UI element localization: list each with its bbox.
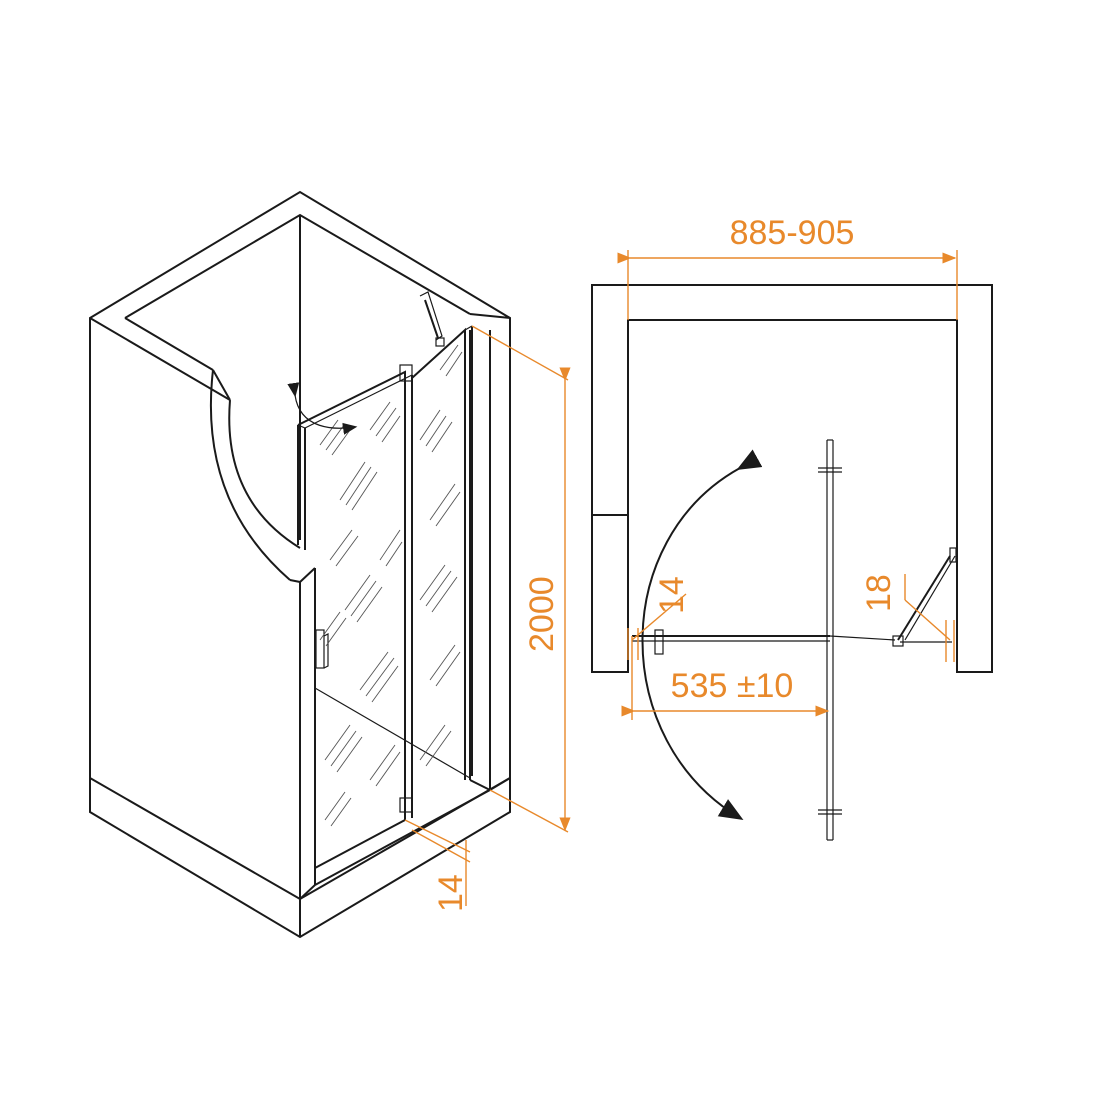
door-open [818, 439, 842, 841]
height-label: 2000 [523, 576, 561, 652]
height-dimension: 2000 [471, 325, 571, 833]
plan-walls [591, 284, 993, 673]
wall-block [89, 190, 511, 939]
isometric-view: 2000 14 [89, 190, 571, 939]
right-gap-dimension: 18 [860, 574, 955, 662]
plan-view: 885-905 [591, 214, 993, 841]
width-label: 885-905 [730, 214, 855, 252]
swing-arc [641, 449, 763, 821]
left-gap-dimension: 14 [627, 576, 691, 660]
door-width-dimension: 535 ±10 [621, 636, 830, 720]
bottom-gap-label: 14 [432, 874, 470, 912]
bottom-gap-dimension: 14 [404, 819, 471, 912]
glass-door [287, 291, 473, 869]
width-dimension: 885-905 [617, 214, 958, 320]
door-width-label: 535 ±10 [671, 667, 794, 705]
left-gap-label: 14 [653, 576, 691, 614]
right-gap-label: 18 [860, 574, 898, 612]
